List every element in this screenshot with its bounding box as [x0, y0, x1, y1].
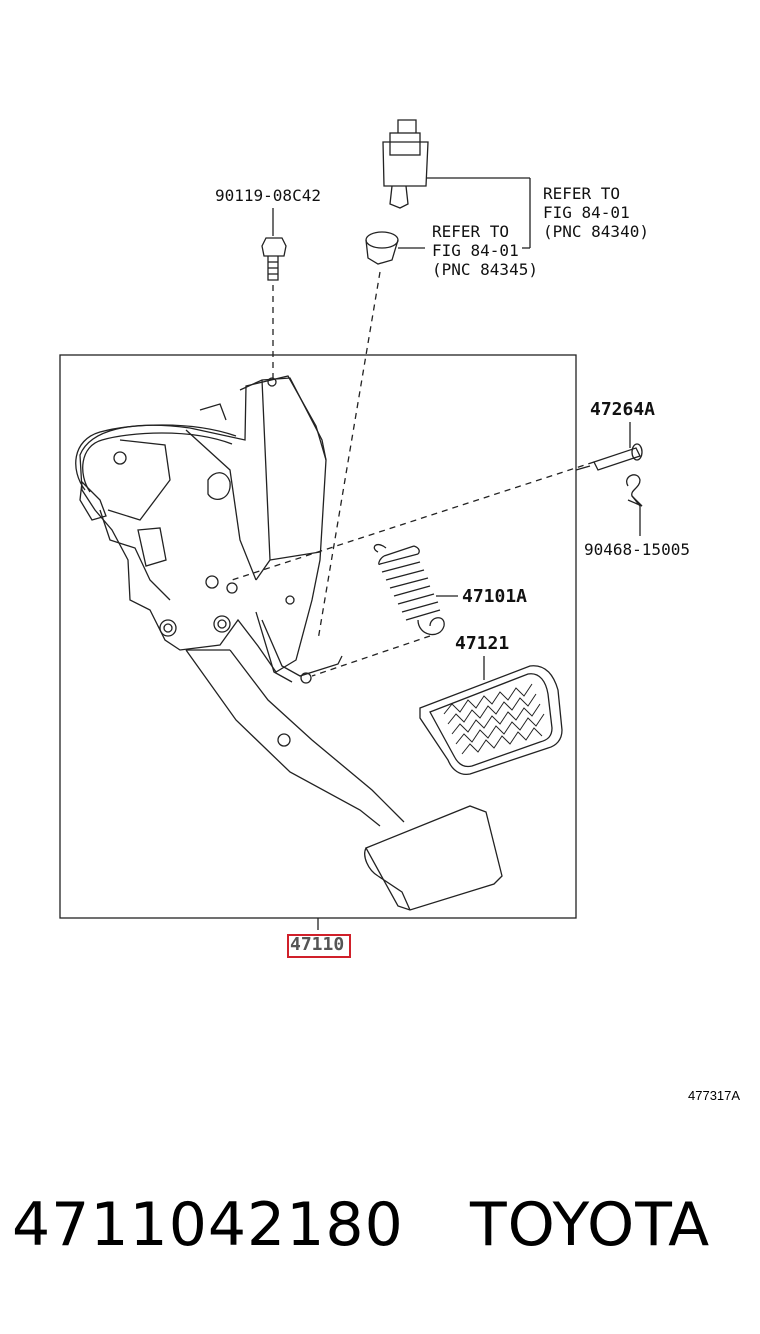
pedal-bracket: [75, 375, 327, 673]
stop-lamp-switch: [382, 119, 531, 249]
bolt: [261, 208, 287, 281]
return-spring: [373, 544, 458, 636]
refer-stop-switch-line1: REFER TO: [543, 184, 621, 203]
clip: [626, 474, 643, 536]
refer-cushion-line2[interactable]: FIG 84-01: [432, 241, 519, 260]
brand: TOYOTA: [470, 1190, 711, 1260]
figure-code: 477317A: [688, 1088, 741, 1103]
highlight-box: [287, 934, 351, 958]
pedal-pad: [419, 656, 563, 776]
part-number: 4711042180: [12, 1190, 404, 1260]
callout-clip[interactable]: 90468-15005: [584, 540, 690, 559]
callout-spring[interactable]: 47101A: [462, 586, 528, 607]
refer-stop-switch-line2[interactable]: FIG 84-01: [543, 203, 630, 222]
callout-bolt[interactable]: 90119-08C42: [215, 186, 321, 205]
pedal-lever: [185, 611, 405, 827]
pedal-cushion: [365, 231, 425, 265]
callout-pad[interactable]: 47121: [455, 633, 510, 654]
clevis-pin: [593, 422, 643, 471]
pedal-pad-base: [364, 805, 503, 911]
refer-cushion-line3[interactable]: (PNC 84345): [432, 260, 538, 279]
refer-cushion-line1: REFER TO: [432, 222, 510, 241]
callout-pin[interactable]: 47264A: [590, 399, 656, 420]
refer-stop-switch-line3[interactable]: (PNC 84340): [543, 222, 649, 241]
callout-assembly[interactable]: 47110: [290, 934, 345, 955]
